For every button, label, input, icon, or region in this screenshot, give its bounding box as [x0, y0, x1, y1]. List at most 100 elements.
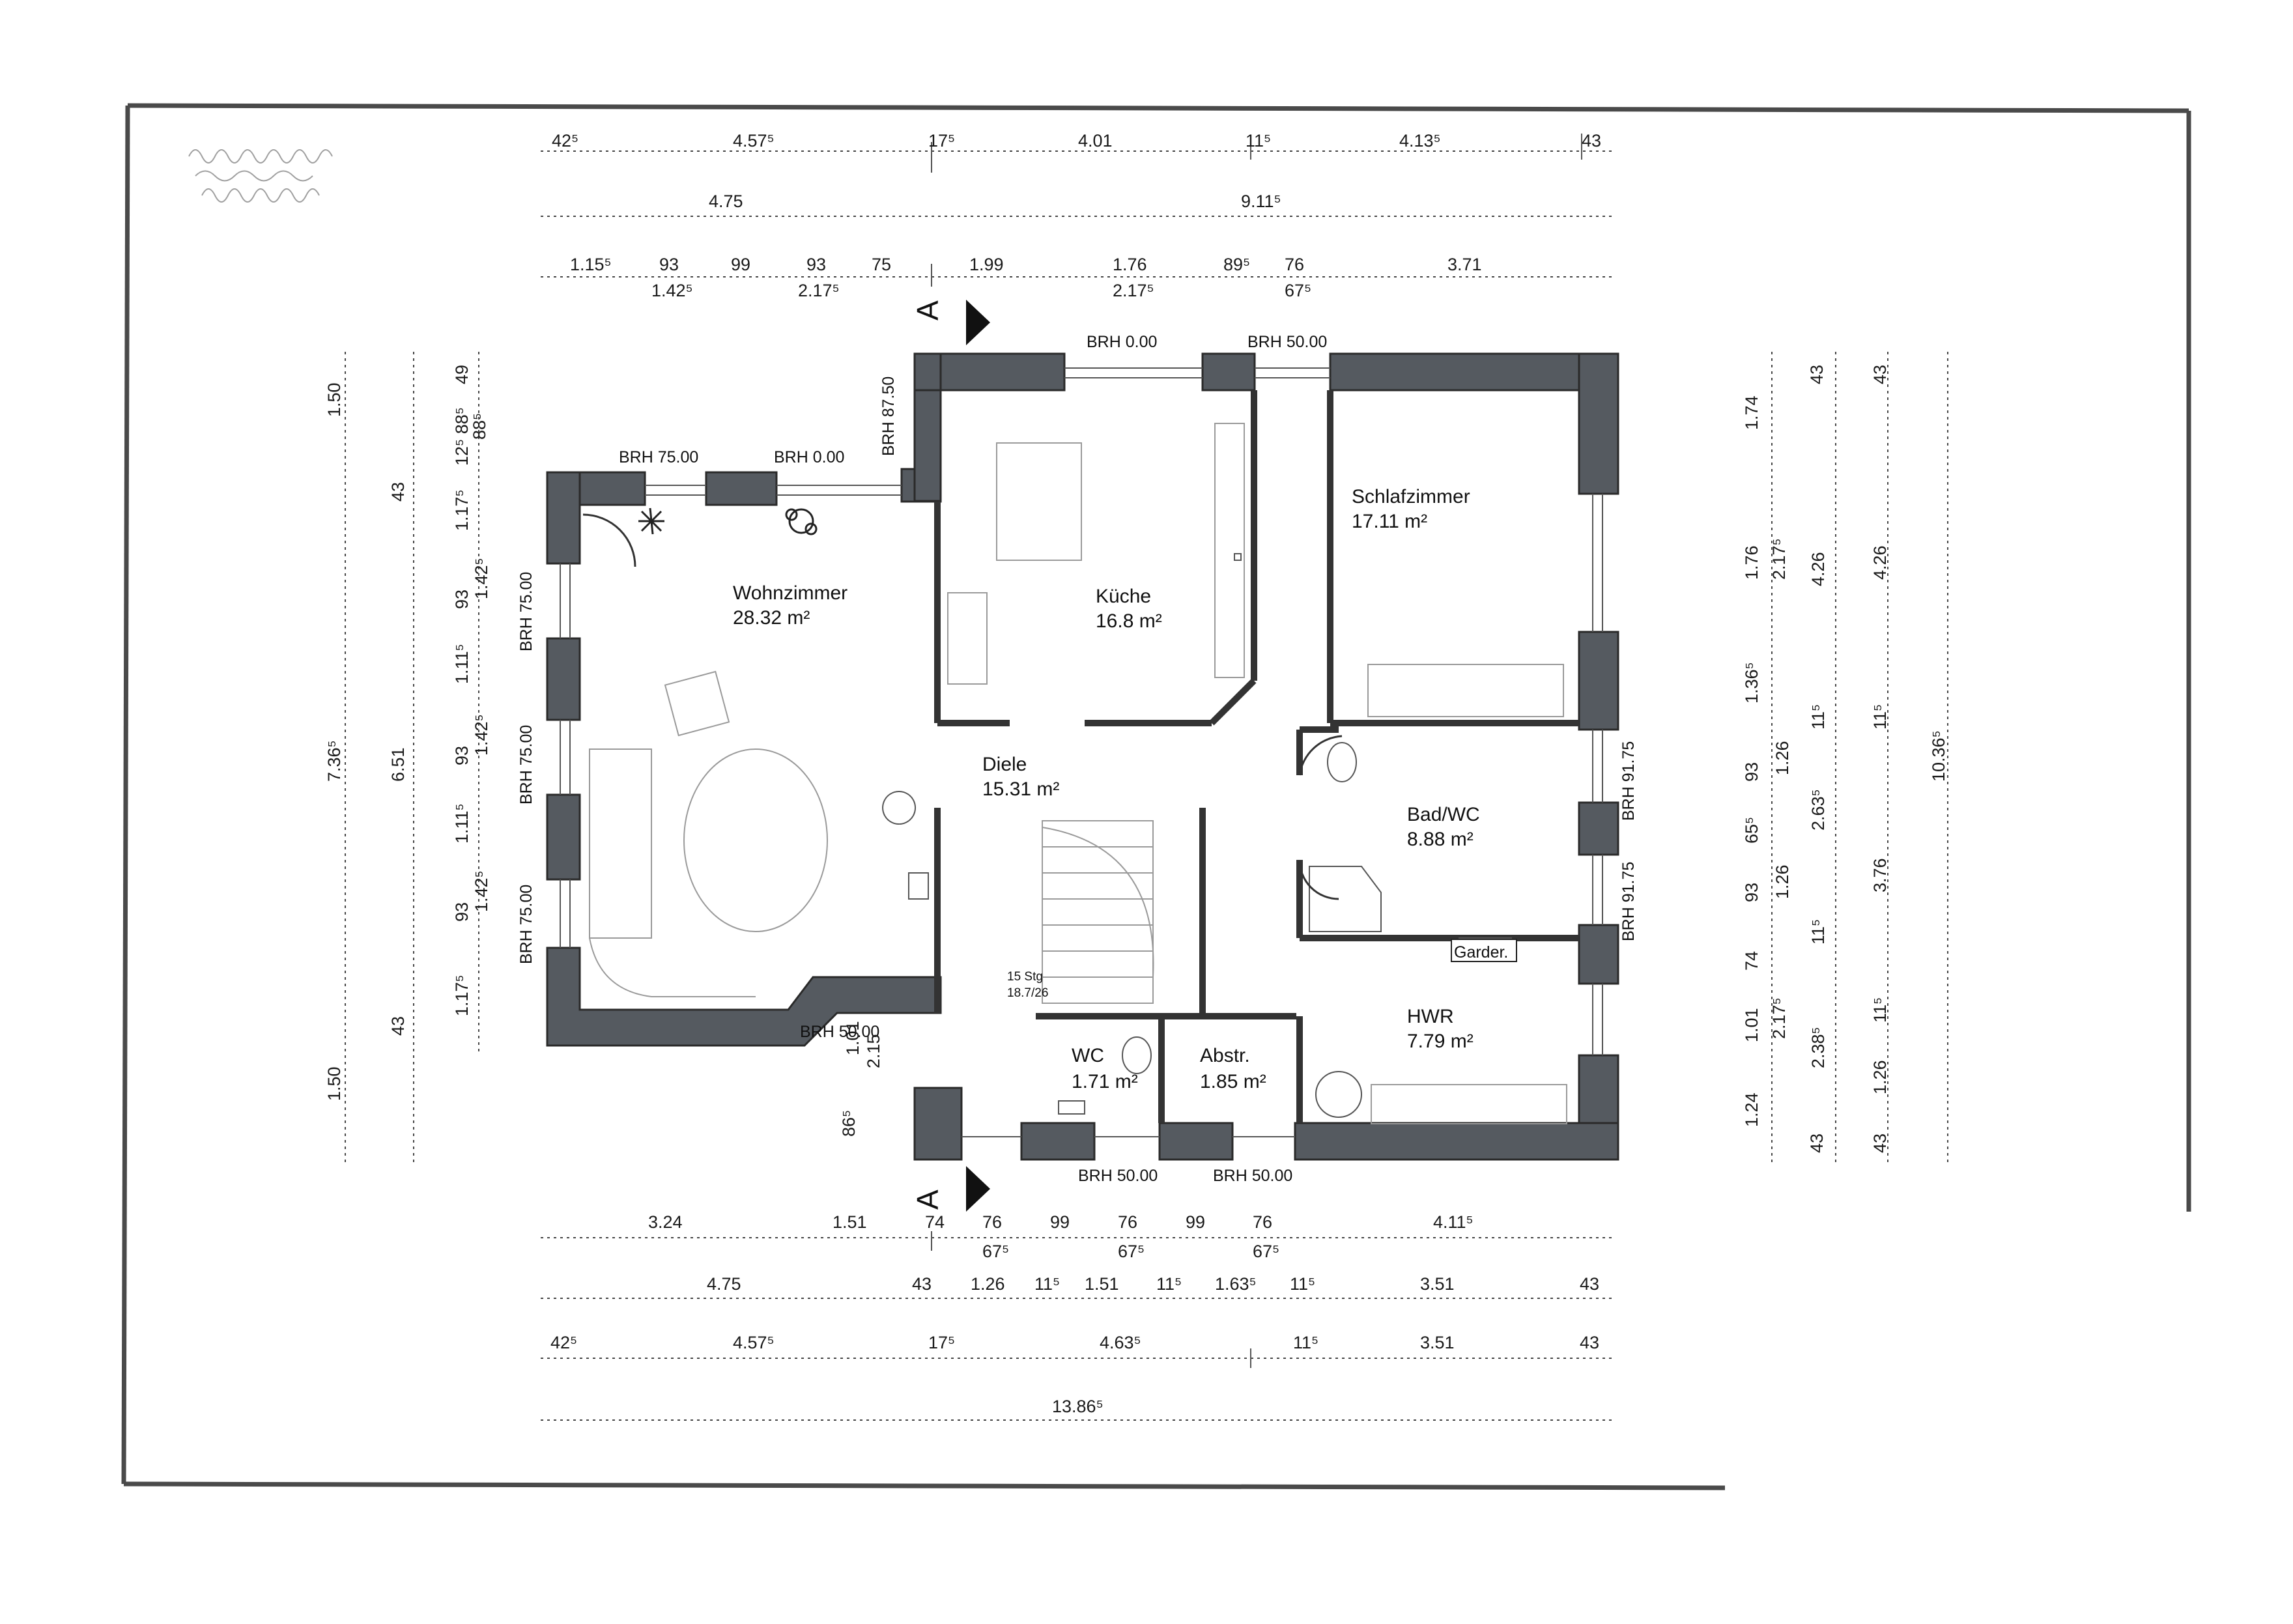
- dim: 1.36⁵: [1742, 662, 1761, 704]
- dim: 43: [388, 1016, 408, 1036]
- dim: 2.17⁵: [1769, 997, 1789, 1039]
- dim: 99: [1050, 1212, 1070, 1232]
- dim: 2.38⁵: [1808, 1027, 1828, 1068]
- dim: 11⁵: [1034, 1274, 1060, 1294]
- dim: 1.42⁵: [472, 714, 491, 756]
- dim: 1.26: [971, 1274, 1005, 1294]
- interior-walls: [934, 390, 1579, 1123]
- room-area-abstr: 1.85 m²: [1200, 1071, 1266, 1092]
- dim: 93: [452, 746, 472, 765]
- dim: 88⁵: [470, 413, 489, 440]
- window-sill-labels: BRH 0.00 BRH 50.00 BRH 75.00 BRH 0.00 BR…: [517, 333, 1638, 1185]
- brh-hwr-right: BRH 91.75: [1619, 862, 1638, 941]
- dim: 1.01: [1742, 1008, 1761, 1042]
- dim: 93: [452, 902, 472, 922]
- dim: 4.01: [1078, 131, 1113, 150]
- dim: 93: [659, 255, 679, 274]
- room-area-wc: 1.71 m²: [1072, 1071, 1138, 1092]
- dim: 1.26: [1773, 864, 1792, 899]
- door-swings: [582, 513, 1343, 900]
- bottom-dimensions: 3.24 1.51 74 76 99 76 99 76 4.11⁵ 67⁵ 67…: [550, 1212, 1599, 1416]
- dim: 93: [1742, 762, 1761, 782]
- dim: 1.99: [969, 255, 1004, 274]
- dim: 89⁵: [1223, 255, 1250, 274]
- dim: 1.63⁵: [1215, 1274, 1257, 1294]
- right-dimension-lines: [1771, 352, 1948, 1166]
- dim: 43: [388, 482, 408, 502]
- dim: 4.11⁵: [1433, 1212, 1474, 1232]
- brh-living-left-3: BRH 75.00: [517, 885, 535, 964]
- room-area-wohnzimmer: 28.32 m²: [733, 607, 810, 629]
- room-name-bad: Bad/WC: [1407, 804, 1480, 825]
- section-marker-bottom: A: [911, 1166, 990, 1212]
- dim: 1.74: [1742, 395, 1761, 430]
- dim: 17⁵: [928, 1333, 955, 1352]
- brh-living-top-right: BRH 0.00: [774, 448, 844, 466]
- brh-living-left-1: BRH 75.00: [517, 572, 535, 651]
- dim: 12⁵ 88⁵: [452, 407, 472, 466]
- dim: 11⁵: [1246, 131, 1271, 150]
- room-name-diele: Diele: [982, 754, 1027, 775]
- brh-abstr-bottom: BRH 50.00: [1213, 1167, 1292, 1185]
- dim: 43: [1580, 1333, 1599, 1352]
- dim: 11⁵: [1293, 1333, 1318, 1352]
- dim: 4.63⁵: [1100, 1333, 1141, 1352]
- dim: 13.86⁵: [1052, 1397, 1104, 1416]
- stairs-steps: 15 Stg: [1007, 970, 1043, 984]
- dim: 43: [1582, 131, 1601, 150]
- svg-text:A: A: [911, 300, 945, 321]
- dim: 1.17⁵: [452, 489, 472, 531]
- dim: 4.13⁵: [1399, 131, 1441, 150]
- dim: 4.57⁵: [733, 131, 775, 150]
- dim: 43: [1870, 1133, 1890, 1153]
- dim: 6.51: [388, 747, 408, 782]
- dim: 75: [872, 255, 891, 274]
- dim: 7.36⁵: [324, 740, 344, 782]
- dim: 11⁵: [1808, 704, 1828, 730]
- page-frame: [121, 103, 2191, 1490]
- brh-kitchen-side: BRH 87.50: [879, 377, 898, 456]
- dim: 67⁵: [1118, 1242, 1145, 1261]
- dim: 99: [731, 255, 750, 274]
- dim: 43: [1580, 1274, 1599, 1294]
- room-name-kueche: Küche: [1096, 586, 1151, 607]
- dim: 42⁵: [550, 1333, 577, 1352]
- room-labels: Wohnzimmer 28.32 m² Küche 16.8 m² Schlaf…: [733, 486, 1517, 1092]
- dim: 76: [982, 1212, 1002, 1232]
- window-lines: [560, 367, 1603, 1137]
- dim: 65⁵: [1742, 817, 1761, 844]
- plant-icon-2: [785, 508, 818, 535]
- dim: 1.76: [1113, 255, 1147, 274]
- dim: 76: [1285, 255, 1304, 274]
- dim: 1.76: [1742, 545, 1761, 580]
- dim: 43: [1807, 365, 1827, 384]
- dim: 1.42⁵: [651, 281, 693, 300]
- dim: 17⁵: [928, 131, 955, 150]
- brh-top-kitchen: BRH 0.00: [1087, 333, 1157, 351]
- right-dimensions: 1.74 1.76 1.36⁵ 93 65⁵ 93 74 1.01 1.24 4…: [1742, 365, 1948, 1153]
- dim: 2.17⁵: [1769, 538, 1789, 580]
- dim: 3.24: [648, 1212, 683, 1232]
- dim: 2.63⁵: [1808, 789, 1828, 831]
- dim: 11⁵: [1870, 704, 1890, 730]
- dim: 4.57⁵: [733, 1333, 775, 1352]
- left-dimension-lines: [345, 352, 479, 1166]
- room-name-abstr: Abstr.: [1200, 1045, 1250, 1066]
- room-area-kueche: 16.8 m²: [1096, 610, 1162, 632]
- dim: 49: [452, 365, 472, 384]
- dim: 93: [806, 255, 826, 274]
- dim: 1.50: [324, 382, 344, 417]
- dim: 74: [925, 1212, 945, 1232]
- stairs-ratio: 18.7/26: [1007, 986, 1048, 1000]
- dim: 4.75: [709, 192, 743, 211]
- room-name-wc: WC: [1072, 1045, 1104, 1066]
- dim: 99: [1186, 1212, 1205, 1232]
- dim: 1.15⁵: [570, 255, 612, 274]
- dim: 1.26: [1773, 741, 1792, 775]
- dim: 93: [1742, 883, 1761, 902]
- dim: 10.36⁵: [1929, 730, 1948, 782]
- room-name-schlafzimmer: Schlafzimmer: [1352, 486, 1470, 507]
- brh-living-top-left: BRH 75.00: [619, 448, 698, 466]
- dim: 86⁵: [839, 1110, 859, 1137]
- dim: 43: [1870, 365, 1890, 384]
